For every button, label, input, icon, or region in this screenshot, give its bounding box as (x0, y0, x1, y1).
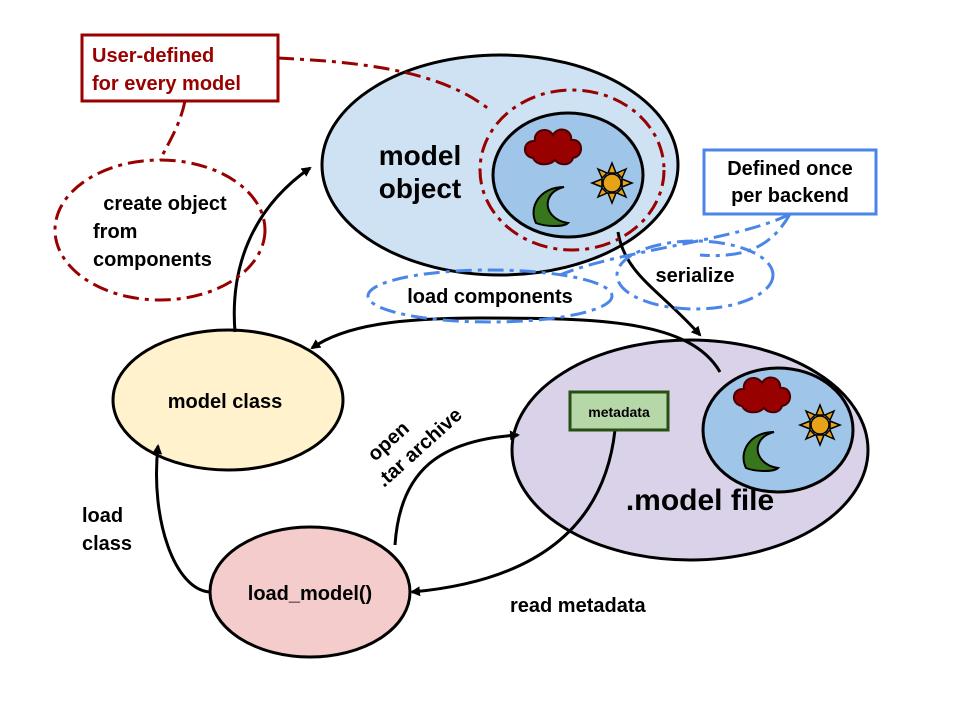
create-object-label-line1: create object (103, 193, 227, 215)
backend-defined-connector-load (559, 212, 791, 277)
edge-load-class (152, 444, 211, 594)
user-defined-components-outline (478, 88, 666, 252)
sun-icon (797, 402, 843, 448)
user-defined-connector-right (277, 56, 491, 112)
edge-serialize (616, 231, 702, 337)
model-class-node (111, 328, 345, 472)
backend-defined-callout-box (702, 148, 878, 216)
edge-load-components (310, 316, 722, 373)
backend-defined-label-line1: Defined once (727, 158, 853, 180)
moon-icon (532, 186, 571, 227)
user-defined-label-line1: User-defined (92, 45, 214, 67)
sun-icon (589, 160, 635, 206)
model-object-label-line2: object (379, 173, 461, 204)
user-defined-callout-box (80, 33, 280, 103)
model-object-label-line1: model (379, 140, 461, 171)
load-class-label-line2: class (82, 533, 132, 555)
metadata-label: metadata (588, 404, 650, 420)
backend-defined-connector-serialize (699, 213, 792, 258)
model-file-label: .model file (626, 484, 774, 517)
edge-read-metadata (410, 429, 617, 597)
load-components-outline (366, 268, 614, 324)
user-defined-label-line2: for every model (92, 73, 241, 95)
cloud-icon (524, 128, 582, 166)
cloud-icon (733, 376, 791, 414)
user-defined-connector-down (158, 100, 187, 161)
serialize-outline (615, 239, 775, 311)
serialize-label: serialize (656, 265, 735, 287)
create-object-outline (53, 158, 267, 302)
backend-defined-label-line2: per backend (731, 185, 849, 207)
create-object-label-line2: from (93, 221, 137, 243)
moon-icon (742, 431, 781, 472)
load-model-label: load_model() (248, 583, 372, 605)
load-class-label-line1: load (82, 505, 123, 527)
load-components-label: load components (407, 286, 573, 308)
edge-create-object (232, 166, 312, 333)
read-metadata-label: read metadata (510, 595, 646, 617)
metadata-box (568, 390, 670, 432)
model-class-label: model class (168, 391, 283, 413)
edge-open-tar (393, 430, 520, 546)
create-object-label-line3: components (93, 249, 212, 271)
